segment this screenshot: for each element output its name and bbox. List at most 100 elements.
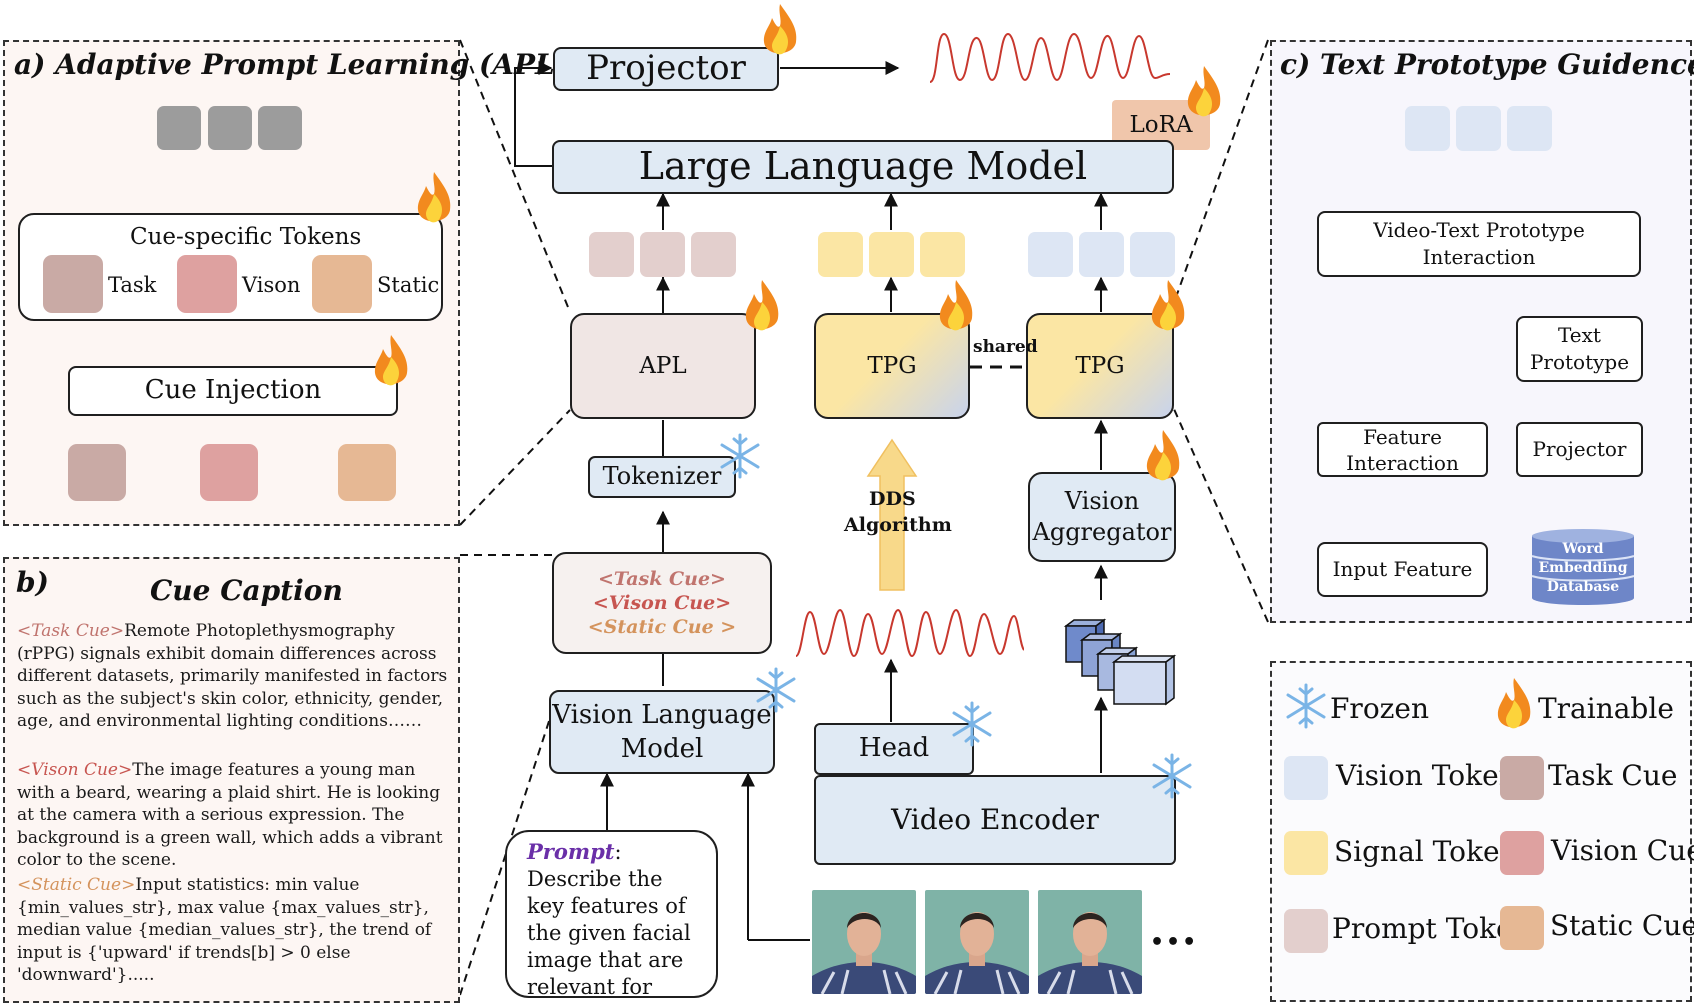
- panel-cue-caption: [3, 557, 460, 1003]
- fire-icon: [1187, 66, 1221, 117]
- task-label: Task: [108, 273, 157, 297]
- interaction-line1: Video-Text Prototype: [1373, 218, 1585, 242]
- tokenizer-box: Tokenizer: [588, 456, 736, 498]
- legend-prompt-token: Prompt Token: [1332, 912, 1531, 945]
- panel-b-title: Cue Caption: [150, 574, 343, 607]
- prompt-token: [691, 232, 736, 277]
- prompt-token: [589, 232, 634, 277]
- dds-arrow: [866, 438, 918, 591]
- legend-vision-cue: Vision Cue: [1551, 834, 1694, 867]
- legend-panel: [1270, 661, 1692, 1002]
- gray-token: [258, 106, 302, 150]
- snowflake-icon: [720, 433, 760, 479]
- legend-vision-cue-swatch: [1500, 831, 1544, 875]
- projector-box: Projector: [553, 47, 779, 91]
- legend-static-cue-swatch: [1500, 906, 1544, 950]
- fire-icon: [374, 335, 408, 386]
- shared-label: shared: [973, 337, 1038, 357]
- vision-cue-text: The image features a young man with a be…: [17, 760, 443, 870]
- large-language-model-box: Large Language Model: [552, 140, 1174, 194]
- vlm-line1: Vision Language: [552, 700, 772, 730]
- db-line1: Word: [1562, 541, 1604, 557]
- text-proto-line1: Text: [1558, 323, 1601, 347]
- vision-input-token: [200, 444, 258, 501]
- feature-interaction-box: Feature Interaction: [1317, 422, 1488, 477]
- vlm-line2: Model: [620, 734, 704, 764]
- tpg-module-vision: TPG: [1026, 313, 1174, 419]
- legend-prompt-token-swatch: [1284, 909, 1328, 953]
- interaction-line2: Interaction: [1422, 245, 1536, 269]
- static-input-token: [338, 444, 396, 501]
- task-cue-text: Remote Photoplethysmography (rPPG) signa…: [17, 621, 448, 731]
- task-cue-caption: <Task Cue>Remote Photoplethysmography (r…: [17, 620, 453, 733]
- legend-task-cue: Task Cue: [1548, 759, 1678, 792]
- fire-icon: [417, 172, 451, 223]
- vision-language-model-box: Vision Language Model: [549, 690, 775, 774]
- tpg-projector-box: Projector: [1516, 422, 1643, 477]
- vision-token: [1079, 232, 1124, 277]
- prompt-token: [640, 232, 685, 277]
- cue-static-text: <Static Cue >: [587, 616, 737, 638]
- vision-token: [1028, 232, 1073, 277]
- cue-prompt-box: <Task Cue> <Vison Cue> <Static Cue >: [552, 552, 772, 654]
- gray-token: [208, 106, 252, 150]
- fire-icon: [763, 4, 797, 55]
- legend-task-cue-swatch: [1500, 756, 1544, 800]
- video-text-interaction-box: Video-Text Prototype Interaction: [1317, 211, 1641, 277]
- more-frames-ellipsis: •••: [1150, 930, 1199, 955]
- legend-frozen: Frozen: [1330, 692, 1430, 725]
- input-signal-wave: [796, 608, 1024, 658]
- input-feature-box: Input Feature: [1317, 542, 1488, 597]
- cue-vision-text: <Vison Cue>: [592, 592, 732, 614]
- video-frame-3: [1038, 890, 1142, 994]
- task-input-token: [68, 444, 126, 501]
- tpg-output-token: [1507, 106, 1552, 151]
- snowflake-icon: [756, 667, 796, 713]
- head-box: Head: [814, 723, 974, 775]
- fire-icon: [1151, 280, 1185, 331]
- db-line2: Embedding: [1538, 560, 1628, 576]
- dds-label-line2: Algorithm: [844, 514, 952, 536]
- aggregator-line1: Vision: [1064, 487, 1140, 515]
- task-cue-token: [43, 255, 103, 313]
- static-label: Static: [377, 273, 440, 297]
- legend-vision-token: Vision Token: [1336, 759, 1517, 792]
- signal-token: [869, 232, 914, 277]
- static-cue-caption: <Static Cue>Input statistics: min value …: [17, 874, 453, 987]
- signal-token: [920, 232, 965, 277]
- feat-int-line1: Feature: [1363, 424, 1442, 449]
- panel-tpg-title: c) Text Prototype Guidence (TPG): [1280, 48, 1694, 81]
- static-cue-token: [312, 255, 372, 313]
- vision-cue-caption: <Vison Cue>The image features a young ma…: [17, 759, 453, 872]
- vision-cue-tag: <Vison Cue>: [17, 760, 133, 780]
- snowflake-icon: [952, 701, 992, 747]
- static-cue-tag: <Static Cue>: [17, 875, 136, 895]
- tpg-output-token: [1456, 106, 1501, 151]
- legend-snowflake-icon: [1286, 683, 1326, 729]
- tpg-module-signal: TPG: [814, 313, 970, 419]
- cue-injection-box: Cue Injection: [68, 366, 398, 416]
- panel-b-label: b): [16, 566, 49, 599]
- video-frame-2: [925, 890, 1029, 994]
- vision-cue-token: [177, 255, 237, 313]
- legend-static-cue: Static Cue: [1550, 909, 1694, 942]
- gray-token: [157, 106, 201, 150]
- video-encoder-box: Video Encoder: [814, 775, 1176, 865]
- vision-label: Vison: [242, 273, 301, 297]
- text-prototype-box: Text Prototype: [1516, 316, 1643, 382]
- prompt-box: Prompt: Describe the key features of the…: [505, 830, 718, 1004]
- cue-task-text: <Task Cue>: [598, 568, 726, 590]
- legend-vision-token-swatch: [1284, 756, 1328, 800]
- vision-aggregator-box: Vision Aggregator: [1028, 472, 1176, 562]
- feat-int-line2: Interaction: [1346, 450, 1459, 475]
- video-frame-1: [812, 890, 916, 994]
- feature-cubes-icon: [1063, 618, 1177, 706]
- dds-label-line1: DDS: [869, 488, 916, 510]
- legend-fire-icon: [1497, 678, 1531, 729]
- prompt-label: Prompt: [527, 839, 615, 864]
- output-signal-wave: [930, 32, 1170, 83]
- prompt-text: : Describe the key features of the given…: [527, 840, 691, 1004]
- signal-token: [818, 232, 863, 277]
- static-cue-text: Input statistics: min value {min_values_…: [17, 875, 432, 985]
